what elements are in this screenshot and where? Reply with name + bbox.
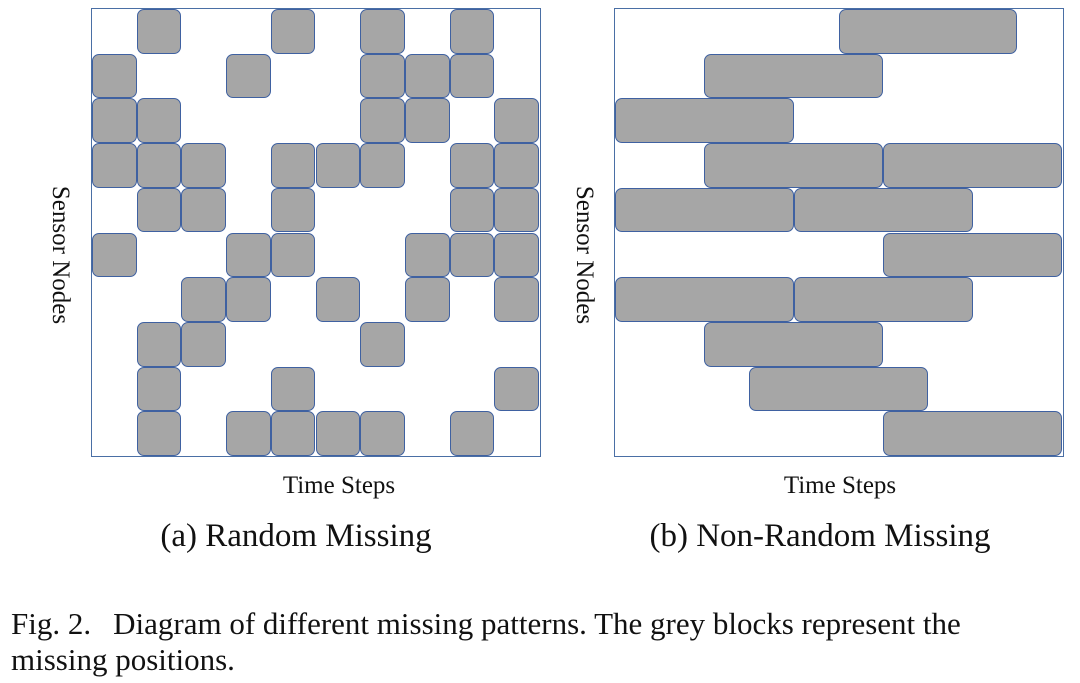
missing-cell (494, 187, 539, 233)
missing-cell (315, 277, 361, 322)
missing-block (883, 232, 1062, 278)
missing-cell (494, 366, 539, 412)
missing-block (749, 366, 928, 412)
missing-block (704, 321, 884, 367)
missing-cell (449, 187, 495, 233)
missing-cell (270, 366, 316, 412)
missing-cell (404, 277, 450, 322)
missing-cell (360, 143, 405, 188)
figure-caption: Fig. 2. Diagram of different missing patt… (11, 606, 1080, 678)
missing-cell (449, 411, 495, 456)
missing-block (704, 143, 884, 188)
missing-cell (449, 53, 495, 99)
missing-block (615, 98, 794, 144)
missing-cell (226, 277, 271, 322)
missing-cell (315, 143, 361, 188)
missing-block (704, 53, 884, 99)
missing-cell (136, 321, 182, 367)
random-missing-grid (91, 8, 541, 457)
missing-cell (136, 98, 182, 144)
missing-cell (270, 187, 316, 233)
missing-block (615, 187, 794, 233)
missing-cell (92, 232, 137, 278)
missing-cell (360, 53, 405, 99)
missing-cell (270, 411, 316, 456)
missing-cell (92, 143, 137, 188)
missing-cell (226, 53, 271, 99)
missing-cell (404, 53, 450, 99)
figure-caption-line-2: missing positions. (11, 642, 235, 677)
missing-block (883, 143, 1062, 188)
missing-cell (494, 232, 539, 278)
missing-cell (449, 232, 495, 278)
missing-cell (181, 143, 227, 188)
missing-cell (494, 98, 539, 144)
non-random-missing-grid (614, 8, 1064, 457)
missing-cell (136, 187, 182, 233)
missing-block (793, 187, 973, 233)
missing-cell (315, 411, 361, 456)
missing-block (883, 411, 1062, 456)
missing-cell (360, 9, 405, 54)
missing-cell (136, 411, 182, 456)
missing-cell (449, 143, 495, 188)
missing-cell (92, 98, 137, 144)
missing-cell (226, 411, 271, 456)
missing-cell (270, 232, 316, 278)
missing-cell (449, 9, 495, 54)
figure-caption-text: Diagram of different missing patterns. T… (113, 606, 961, 641)
subfigure-caption-b: (b) Non-Random Missing (649, 518, 991, 554)
missing-cell (404, 232, 450, 278)
missing-cell (270, 9, 316, 54)
figure-caption-line-1: Fig. 2. Diagram of different missing patt… (11, 606, 1080, 642)
missing-block (615, 277, 794, 322)
missing-cell (181, 277, 227, 322)
missing-cell (360, 321, 405, 367)
x-axis-label-a: Time Steps (282, 472, 396, 499)
missing-cell (360, 98, 405, 144)
y-axis-label-a: Sensor Nodes (47, 185, 74, 325)
x-axis-label-b: Time Steps (783, 472, 897, 499)
y-axis-label-b: Sensor Nodes (571, 185, 598, 325)
missing-cell (136, 366, 182, 412)
missing-block (793, 277, 973, 322)
missing-cell (181, 187, 227, 233)
subfigure-caption-a: (a) Random Missing (160, 518, 432, 554)
missing-cell (181, 321, 227, 367)
missing-cell (136, 143, 182, 188)
missing-cell (92, 53, 137, 99)
figure-label: Fig. 2. (11, 606, 92, 641)
missing-block (838, 9, 1018, 54)
missing-cell (270, 143, 316, 188)
missing-cell (494, 277, 539, 322)
missing-cell (404, 98, 450, 144)
missing-cell (494, 143, 539, 188)
missing-cell (136, 9, 182, 54)
missing-cell (360, 411, 405, 456)
missing-cell (226, 232, 271, 278)
